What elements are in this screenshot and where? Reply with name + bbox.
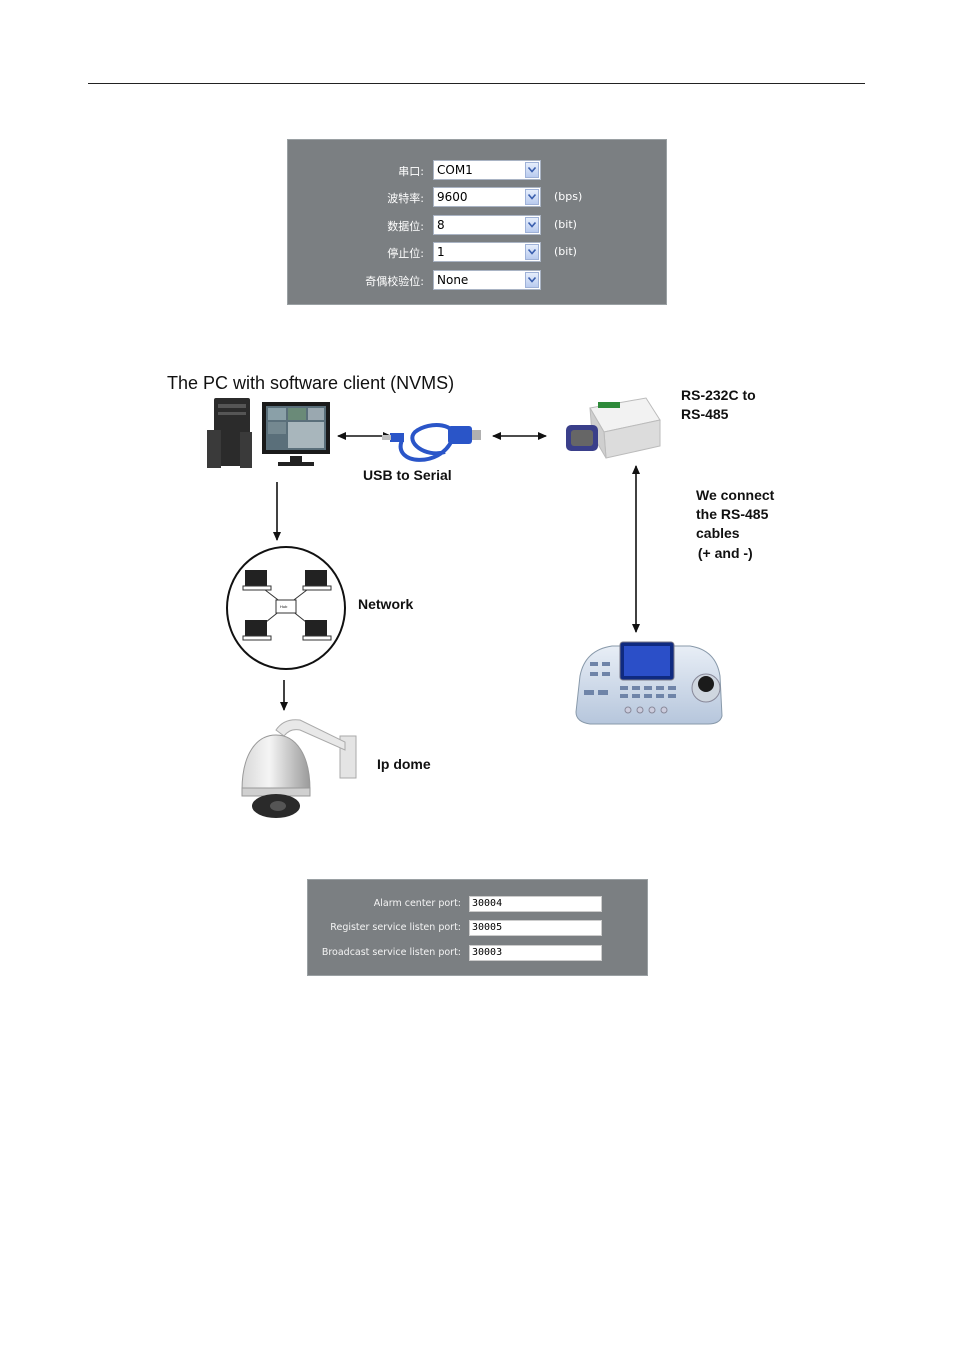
usb-to-serial-label: USB to Serial: [363, 467, 452, 483]
broadcast-service-port-input[interactable]: 30003: [469, 945, 602, 961]
baud-rate-unit: (bps): [554, 190, 583, 203]
service-ports-panel: Alarm center port: 30004 Register servic…: [307, 879, 648, 976]
cable-note-line2: the RS-485: [696, 506, 769, 522]
register-service-port-label: Register service listen port:: [330, 922, 461, 933]
stop-bits-value: 1: [437, 245, 445, 259]
diagram-title: The PC with software client (NVMS): [167, 373, 455, 393]
parity-label: 奇偶校验位:: [365, 275, 424, 288]
chevron-down-icon[interactable]: [525, 162, 539, 178]
data-bits-unit: (bit): [554, 218, 577, 231]
ip-dome-camera-icon: [241, 719, 357, 818]
hub-label: Hub: [280, 604, 288, 609]
chevron-down-icon[interactable]: [525, 244, 539, 260]
alarm-center-port-label: Alarm center port:: [373, 898, 461, 909]
converter-label-line2: RS-485: [681, 406, 729, 422]
baud-rate-label: 波特率:: [387, 192, 424, 205]
parity-value: None: [437, 273, 469, 287]
baud-rate-value: 9600: [437, 190, 468, 204]
data-bits-value: 8: [437, 218, 445, 232]
ip-dome-label: Ip dome: [377, 756, 431, 772]
broadcast-service-port-row: Broadcast service listen port: 30003: [308, 945, 649, 961]
register-service-port-row: Register service listen port: 30005: [308, 920, 649, 936]
pc-workstation-icon: [207, 398, 330, 468]
serial-port-label: 串口:: [398, 165, 424, 178]
converter-label-line1: RS-232C to: [681, 387, 756, 403]
serial-row-databits: 数据位: 8 (bit): [288, 215, 668, 237]
data-bits-select[interactable]: 8: [433, 215, 541, 235]
parity-select[interactable]: None: [433, 270, 541, 290]
register-service-port-input[interactable]: 30005: [469, 920, 602, 936]
cable-note-line4: (+ and -): [694, 545, 753, 561]
stop-bits-label: 停止位:: [387, 247, 424, 260]
network-icon: [226, 546, 346, 670]
serial-row-stopbits: 停止位: 1 (bit): [288, 242, 668, 264]
alarm-center-port-row: Alarm center port: 30004: [308, 896, 649, 912]
data-bits-label: 数据位:: [387, 220, 424, 233]
chevron-down-icon[interactable]: [525, 272, 539, 288]
alarm-center-port-input[interactable]: 30004: [469, 896, 602, 912]
ptz-keyboard-controller-icon: [575, 641, 723, 725]
stop-bits-unit: (bit): [554, 245, 577, 258]
serial-port-select[interactable]: COM1: [433, 160, 541, 180]
chevron-down-icon[interactable]: [525, 217, 539, 233]
chevron-down-icon[interactable]: [525, 189, 539, 205]
usb-serial-cable-icon: [382, 423, 481, 462]
cable-note-line3: cables: [696, 525, 740, 541]
network-label: Network: [358, 596, 414, 612]
cable-note-line1: We connect: [696, 487, 775, 503]
broadcast-service-port-label: Broadcast service listen port:: [321, 947, 461, 958]
serial-row-baud: 波特率: 9600 (bps): [288, 187, 668, 209]
baud-rate-select[interactable]: 9600: [433, 187, 541, 207]
serial-settings-panel: 串口: COM1 波特率: 9600 (bps) 数据位: 8 (bit) 停止…: [287, 139, 667, 305]
stop-bits-select[interactable]: 1: [433, 242, 541, 262]
serial-port-value: COM1: [437, 163, 473, 177]
serial-row-parity: 奇偶校验位: None: [288, 270, 668, 292]
header-rule: [88, 83, 865, 84]
serial-row-port: 串口: COM1: [288, 160, 668, 182]
rs232-rs485-converter-icon: [566, 397, 661, 459]
